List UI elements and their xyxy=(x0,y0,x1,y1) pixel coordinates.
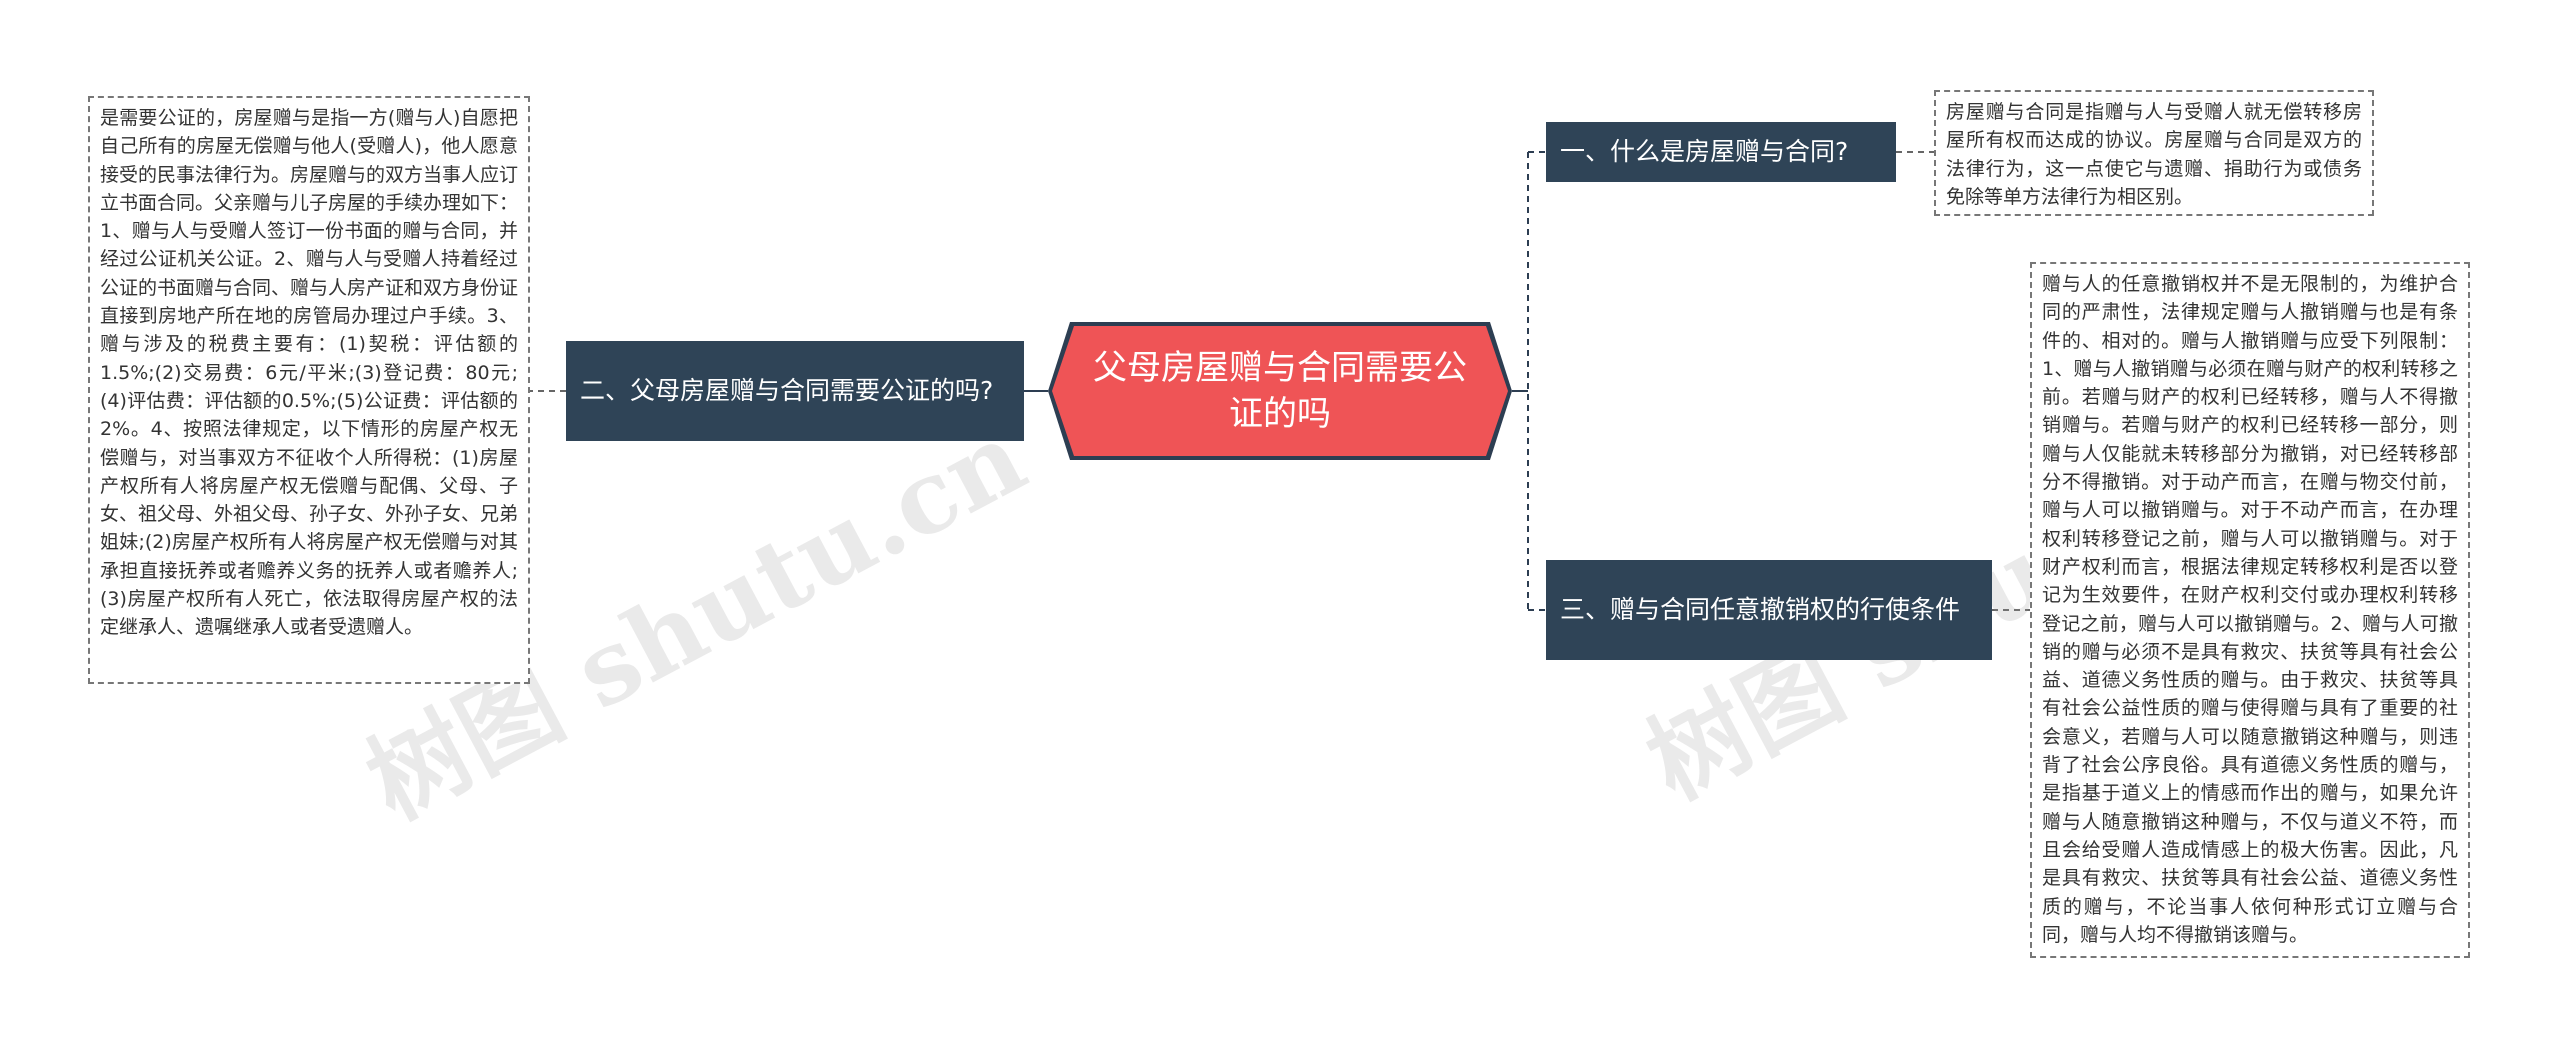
center-node[interactable]: 父母房屋赠与合同需要公证的吗 xyxy=(1052,326,1508,456)
branch-revocation-conditions[interactable]: 三、赠与合同任意撤销权的行使条件 xyxy=(1546,560,1992,660)
leaf-text: 是需要公证的，房屋赠与是指一方(赠与人)自愿把自己所有的房屋无偿赠与他人(受赠人… xyxy=(100,107,519,639)
branch-what-is-gift-contract[interactable]: 一、什么是房屋赠与合同? xyxy=(1546,122,1896,182)
branch-label: 一、什么是房屋赠与合同? xyxy=(1560,137,1849,166)
leaf-notarization-details: 是需要公证的，房屋赠与是指一方(赠与人)自愿把自己所有的房屋无偿赠与他人(受赠人… xyxy=(88,96,530,684)
leaf-text: 赠与人的任意撤销权并不是无限制的，为维护合同的严肃性，法律规定赠与人撤销赠与也是… xyxy=(2042,273,2458,946)
leaf-text: 房屋赠与合同是指赠与人与受赠人就无偿转移房屋所有权而达成的协议。房屋赠与合同是双… xyxy=(1946,101,2362,208)
center-title: 父母房屋赠与合同需要公证的吗 xyxy=(1093,348,1467,434)
branch-label: 二、父母房屋赠与合同需要公证的吗? xyxy=(580,376,994,405)
branch-label: 三、赠与合同任意撤销权的行使条件 xyxy=(1560,595,1961,624)
leaf-revocation-conditions: 赠与人的任意撤销权并不是无限制的，为维护合同的严肃性，法律规定赠与人撤销赠与也是… xyxy=(2030,262,2470,958)
leaf-gift-contract-definition: 房屋赠与合同是指赠与人与受赠人就无偿转移房屋所有权而达成的协议。房屋赠与合同是双… xyxy=(1934,90,2374,216)
branch-need-notarization[interactable]: 二、父母房屋赠与合同需要公证的吗? xyxy=(566,341,1024,441)
